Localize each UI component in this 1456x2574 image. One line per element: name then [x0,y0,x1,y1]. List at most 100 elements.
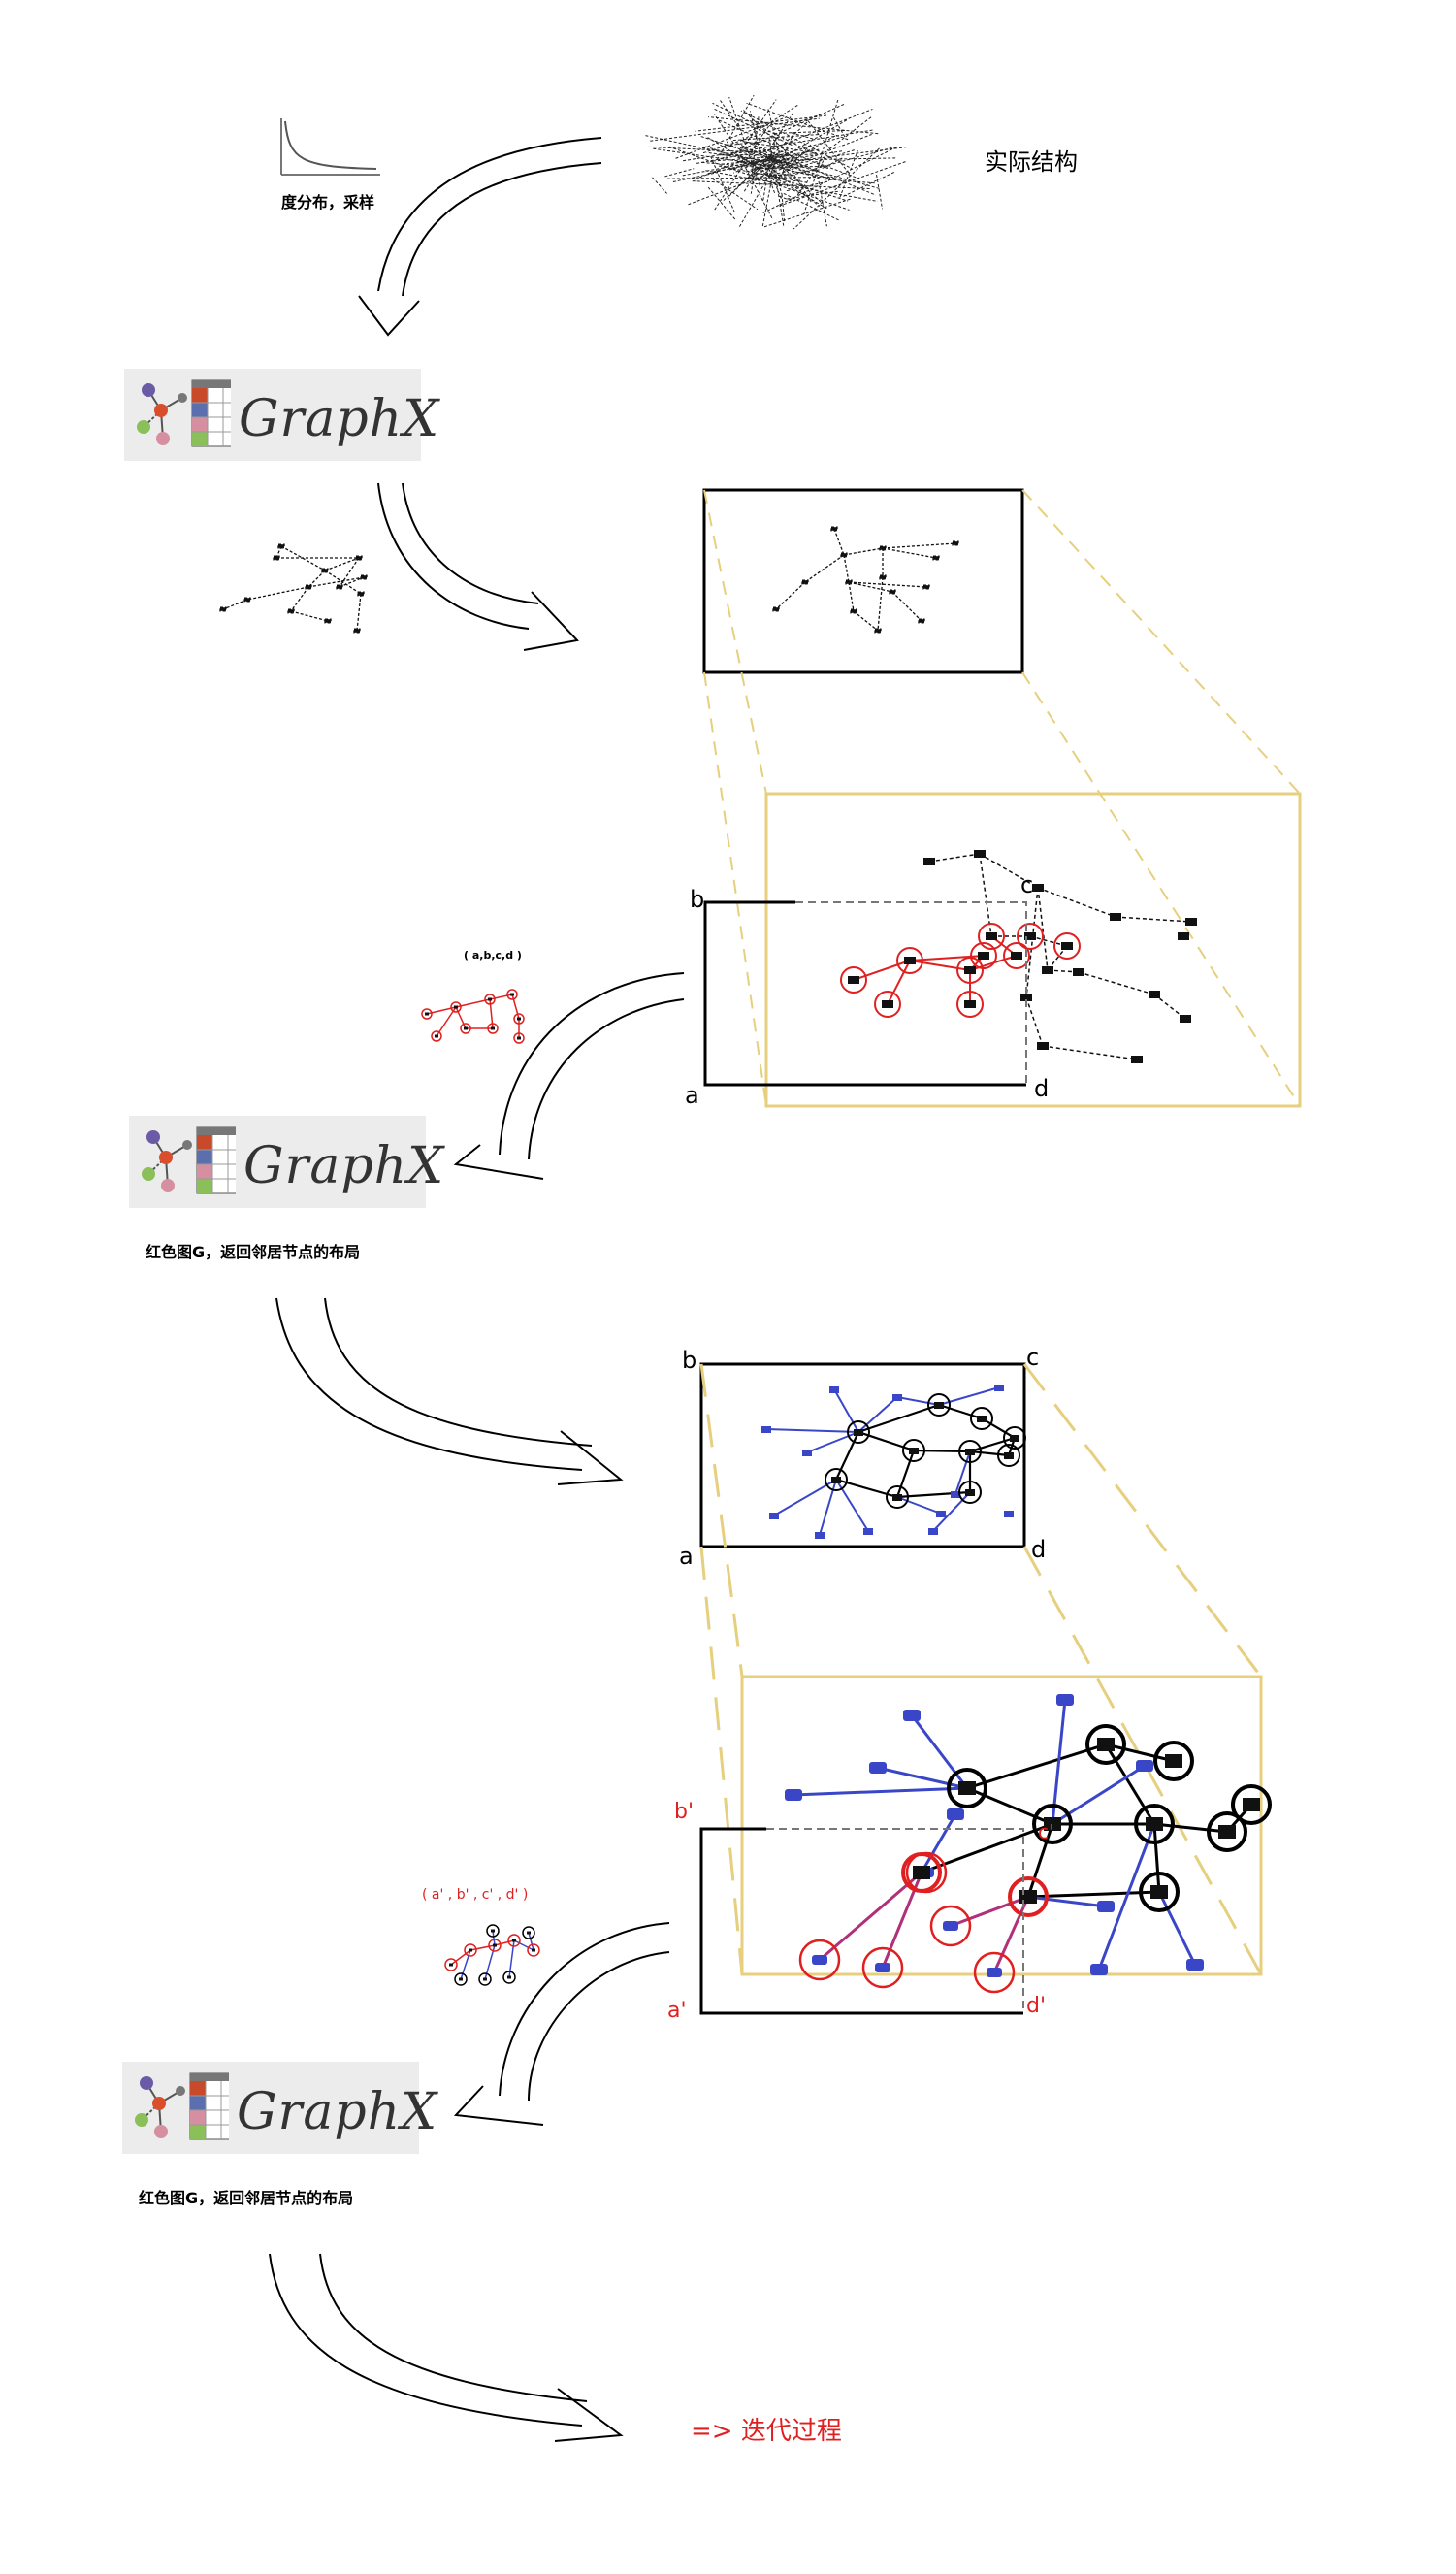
graph-edge [290,610,329,622]
graph-edge [1078,971,1155,995]
hairball-edge [751,165,831,170]
hairball-edge [668,146,850,211]
graph-edge [804,554,845,583]
hairball-edge [719,98,742,131]
blue-graph-node [1186,1959,1204,1971]
hairball-edge [740,139,876,196]
graph-node-ring [1085,1724,1126,1765]
hairball-edge [707,158,777,175]
graph-edge [275,545,282,559]
blue-graph-node [815,1532,825,1539]
red-graph-edge [887,960,911,1005]
hairball-edge [793,147,880,230]
blue-graph-node [1136,1760,1153,1772]
graph-node [918,618,925,624]
blue-graph-edge [1052,1764,1146,1826]
hairball-edge [753,125,770,148]
graph-node-ring [444,1958,458,1971]
graph-node [978,952,989,960]
graph-edge [843,547,884,556]
hairball-edge [707,186,736,220]
red-node-ring [978,923,1005,950]
graph-node [324,618,332,624]
hairball-edge [706,151,808,167]
graph-edge [775,581,806,610]
red-node-ring [431,1030,442,1042]
red-graph-edge [436,1006,457,1037]
actual-structure-label: 实际结构 [985,148,1078,176]
hairball-edge [761,160,776,227]
graph-node [1073,968,1084,976]
blue-graph-edge [910,1714,969,1789]
graph-edge [1025,996,1044,1047]
zoomed-graph-1 [840,850,1197,1063]
graph-node [845,579,853,585]
red-node-ring [421,1008,433,1020]
graph-view-box-2 [699,1362,1026,1548]
hairball-edge [749,111,761,155]
graphx-logo-text: GraphX [243,1137,445,1195]
blue-graph-edge [920,1813,957,1873]
graph-edge [848,581,855,612]
red-node-ring [970,942,997,969]
graph-node [904,957,916,964]
graph-node-ring [958,1440,982,1463]
corner-label-d-2: d [1031,1536,1047,1563]
graph-edge [1105,1743,1175,1763]
graph-edge [843,554,850,583]
graph-node [801,579,809,585]
hairball-edge [839,149,858,198]
red-subgraph-small-prime [444,1924,540,1986]
corner-label-a: a [685,1082,699,1109]
corner-label-c-2: c [1026,1344,1040,1371]
graph-node [1024,932,1036,940]
red-graph-note-2: 红色图G，返回邻居节点的布局 [139,2189,354,2207]
zoomed-view-box-1 [764,792,1302,1108]
graph-edge [966,1786,1053,1826]
blue-graph-node [863,1528,873,1535]
red-node-ring [513,1032,525,1044]
graph-node-ring [454,1972,468,1986]
graph-edge [324,570,362,595]
curved-arrow-icon [269,2253,624,2442]
hairball-edge [743,156,768,192]
blue-graph-edge [896,1396,940,1406]
graph-edge [469,1944,496,1951]
blue-graph-node [829,1386,839,1393]
red-node-ring [487,1023,499,1034]
graph-edge [835,1431,859,1481]
red-node-ring [460,1023,471,1034]
graph-node-ring [478,1972,492,1986]
hairball-edge [818,180,827,227]
corners-small-label: ( a,b,c,d ) [464,949,522,961]
graph-node [850,608,857,614]
red-node-ring [956,991,984,1018]
blue-graph-edge [932,1491,971,1532]
blue-graph-node [1097,1901,1115,1912]
corner-label-b: b [690,886,705,913]
blue-graph-node [947,1808,964,1820]
blue-graph-node [928,1528,938,1535]
graph-node-ring [1231,1784,1272,1825]
zoomed-view-box-2 [740,1675,1263,1976]
graph-edge [1025,887,1039,998]
hairball-edge [763,198,851,228]
red-graph-edge [455,998,491,1008]
hairball-edge [832,116,847,139]
blue-graph-node [869,1762,887,1774]
red-node-ring [1053,932,1081,960]
corner-label-c-prime: c' [1038,1820,1054,1843]
hairball-edge [692,180,871,190]
graph-node [964,1000,976,1008]
hairball-edge [743,163,773,219]
red-subgraph-small [421,989,525,1044]
hairball-edge [739,155,783,186]
graph-edge [1152,1823,1161,1893]
hairball-edge [746,102,849,141]
blue-graph-node [951,1491,960,1498]
red-graph-edge [881,1872,923,1969]
graph-node [882,1000,893,1008]
graph-node [1061,942,1073,950]
hairball-edge [820,156,825,169]
